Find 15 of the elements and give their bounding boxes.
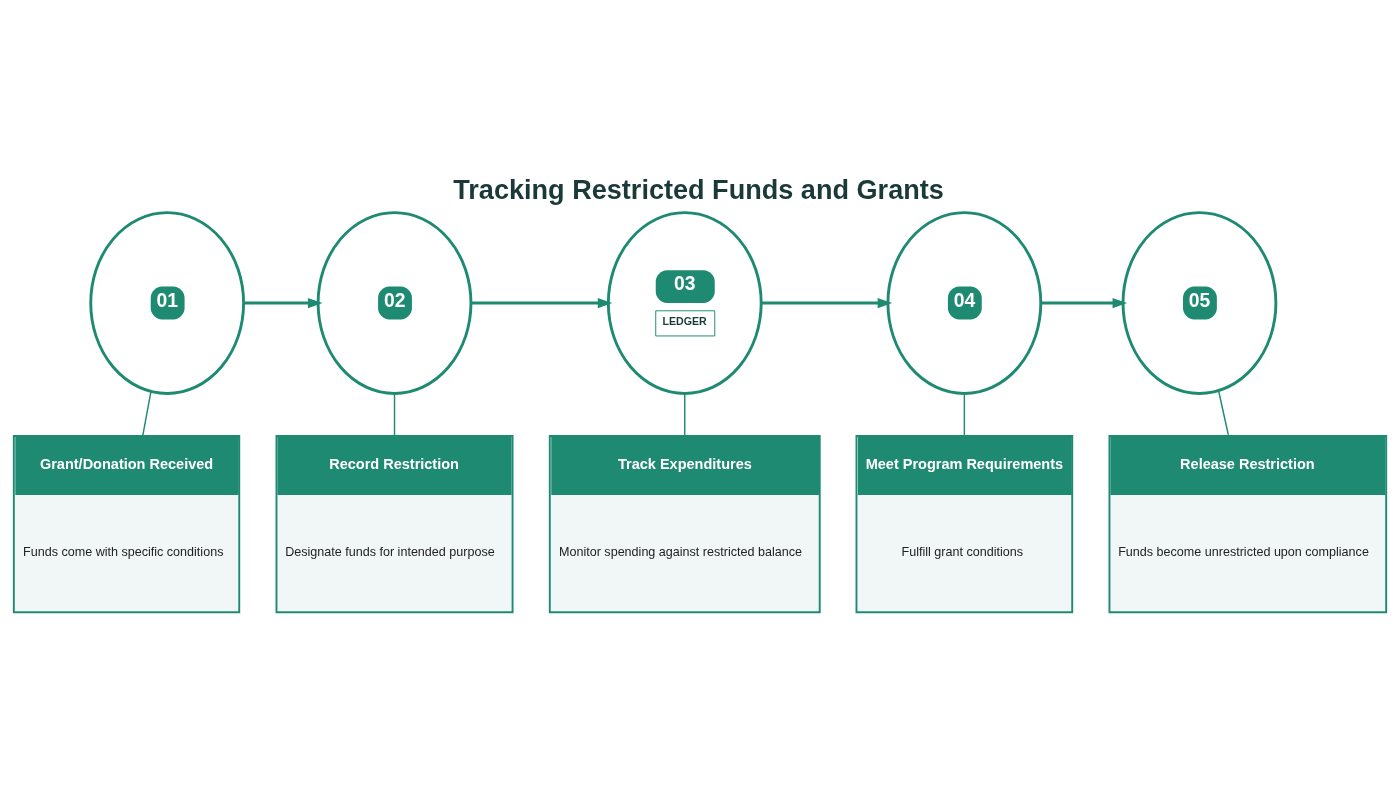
diagram-title: Tracking Restricted Funds and Grants [453,174,944,206]
node-ellipse: 04 [886,211,1043,395]
connector [684,393,686,436]
connector [1217,390,1230,436]
connector [142,390,152,436]
arrow [244,297,323,309]
connector [963,393,966,436]
arrow [471,297,613,309]
node-ellipse: 03 LEDGER [606,211,763,395]
node-ellipse: 02 [316,211,473,395]
arrow [761,297,893,309]
node-ellipse: 05 [1121,211,1278,395]
connector [393,393,396,436]
arrow [1041,297,1128,309]
node-ellipse: 01 [89,211,246,395]
